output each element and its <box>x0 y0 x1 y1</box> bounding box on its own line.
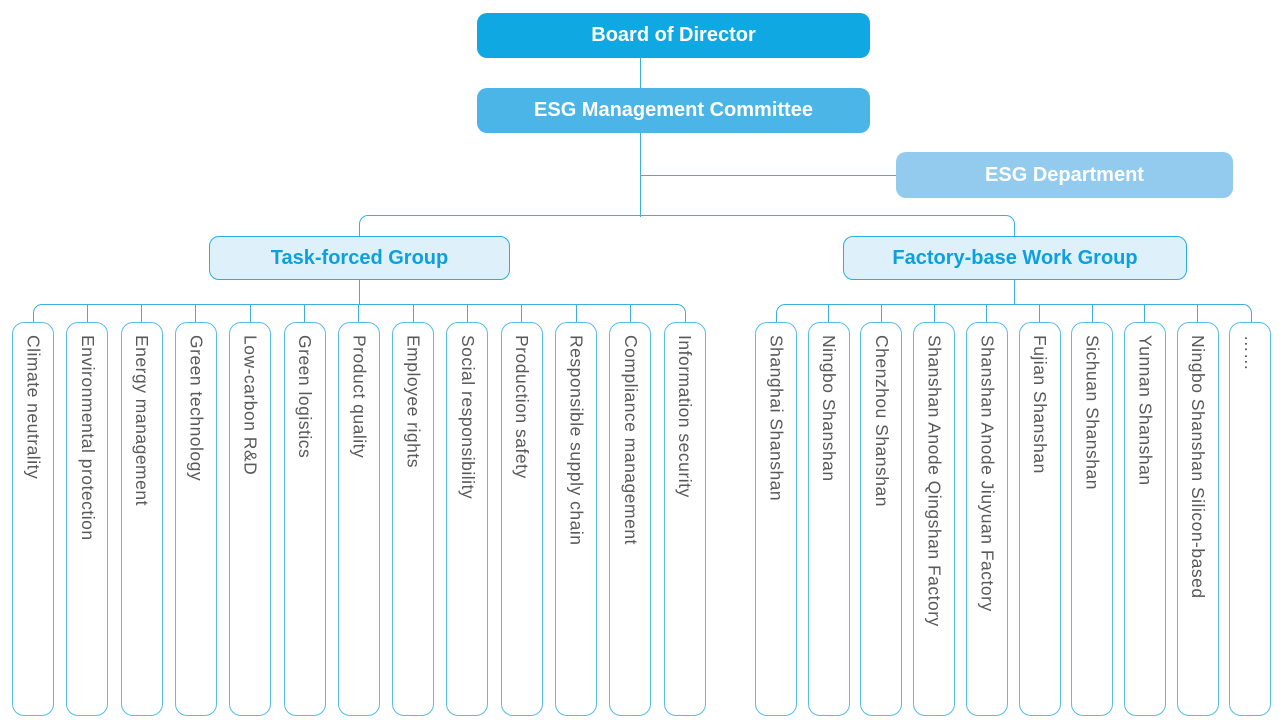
leaf-label: Ningbo Shanshan <box>819 335 840 482</box>
leaf-label: …… <box>1240 335 1261 371</box>
leaf-label: Yunnan Shanshan <box>1135 335 1156 486</box>
leaf-label: Chenzhou Shanshan <box>871 335 892 507</box>
leaf-node: Product quality <box>337 322 380 716</box>
leaf-node: Sichuan Shanshan <box>1071 322 1114 716</box>
connector-task-leaf-bus <box>33 304 686 322</box>
connector-leaf-stub <box>521 304 523 322</box>
connector-leaf-stub <box>466 304 468 322</box>
leaf-label: Low-carbon R&D <box>240 335 261 476</box>
leaf-node: Employee rights <box>392 322 435 716</box>
connector-leaf-stub <box>86 304 88 322</box>
leaf-label: Sichuan Shanshan <box>1082 335 1103 490</box>
node-esg-management-committee: ESG Management Committee <box>477 88 870 133</box>
leaf-label: Responsible supply chain <box>566 335 587 546</box>
node-esg-department: ESG Department <box>896 152 1233 198</box>
leaf-label: Green technology <box>186 335 207 482</box>
connector-task-group-stub <box>359 280 360 304</box>
connector-leaf-stub <box>986 304 988 322</box>
connector-leaf-stub <box>629 304 631 322</box>
connector-factory-leaf-bus <box>776 304 1252 322</box>
leaf-label: Compliance management <box>620 335 641 545</box>
connector-leaf-stub <box>141 304 143 322</box>
leaf-node: Yunnan Shanshan <box>1123 322 1166 716</box>
connector-leaf-stub <box>195 304 197 322</box>
leaf-label: Ningbo Shanshan Silicon-based <box>1188 335 1209 599</box>
connector-committee-trunk <box>640 133 641 217</box>
leaf-node: Responsible supply chain <box>555 322 597 716</box>
leaf-node: Green logistics <box>283 322 326 716</box>
connector-leaf-stub <box>1091 304 1093 322</box>
connector-leaf-stub <box>1197 304 1199 322</box>
node-factory-base-work-group: Factory-base Work Group <box>843 236 1187 280</box>
leaf-node: Ningbo Shanshan <box>807 322 850 716</box>
leaf-node: Shanshan Anode Jiuyuan Factory <box>965 322 1008 716</box>
leaf-node: Chenzhou Shanshan <box>860 322 903 716</box>
connector-leaf-stub <box>575 304 577 322</box>
leaf-label: Employee rights <box>403 335 424 468</box>
connector-leaf-stub <box>933 304 935 322</box>
connector-board-to-committee <box>640 58 641 88</box>
leaf-node: Shanghai Shanshan <box>755 322 797 716</box>
connector-leaf-stub <box>828 304 830 322</box>
leaf-label: Energy management <box>132 335 153 506</box>
leaf-node: Production safety <box>500 322 543 716</box>
connector-leaf-stub <box>412 304 414 322</box>
leaf-node: Social responsibility <box>446 322 489 716</box>
leaf-label: Green logistics <box>295 335 315 459</box>
leaf-node: Green technology <box>174 322 217 716</box>
leaf-label: Product quality <box>349 335 370 459</box>
connector-leaf-stub <box>249 304 251 322</box>
connector-leaf-stub <box>304 304 305 322</box>
leaf-node: Energy management <box>120 322 163 716</box>
leaf-label: Production safety <box>512 335 533 479</box>
leaf-node: Environmental protection <box>66 322 109 716</box>
connector-leaf-stub <box>1144 304 1146 322</box>
connector-group-bus <box>359 215 1015 236</box>
leaf-label: Environmental protection <box>77 335 98 541</box>
leaf-node: Compliance management <box>609 322 652 716</box>
leaf-label: Shanghai Shanshan <box>766 335 787 502</box>
leaf-label: Shanshan Anode Jiuyuan Factory <box>977 335 998 612</box>
leaf-label: Shanshan Anode Qingshan Factory <box>924 335 945 627</box>
connector-to-esg-department <box>641 174 896 176</box>
leaf-label: Fujian Shanshan <box>1030 335 1050 474</box>
leaf-node: Shanshan Anode Qingshan Factory <box>913 322 956 716</box>
leaf-node: Climate neutrality <box>12 322 54 716</box>
leaf-node: …… <box>1229 322 1272 716</box>
connector-factory-group-stub <box>1014 280 1015 304</box>
connector-leaf-stub <box>880 304 882 322</box>
connector-leaf-stub <box>1039 304 1040 322</box>
node-board-of-director: Board of Director <box>477 13 870 58</box>
connector-leaf-stub <box>358 304 360 322</box>
leaf-label: Climate neutrality <box>23 335 44 480</box>
leaf-node: Fujian Shanshan <box>1018 322 1061 716</box>
leaf-node: Ningbo Shanshan Silicon-based <box>1176 322 1219 716</box>
leaf-label: Social responsibility <box>457 335 478 500</box>
leaf-node: Low-carbon R&D <box>229 322 272 716</box>
leaf-node: Information security <box>663 322 706 716</box>
leaf-label: Information security <box>675 335 696 498</box>
node-task-forced-group: Task-forced Group <box>209 236 510 280</box>
